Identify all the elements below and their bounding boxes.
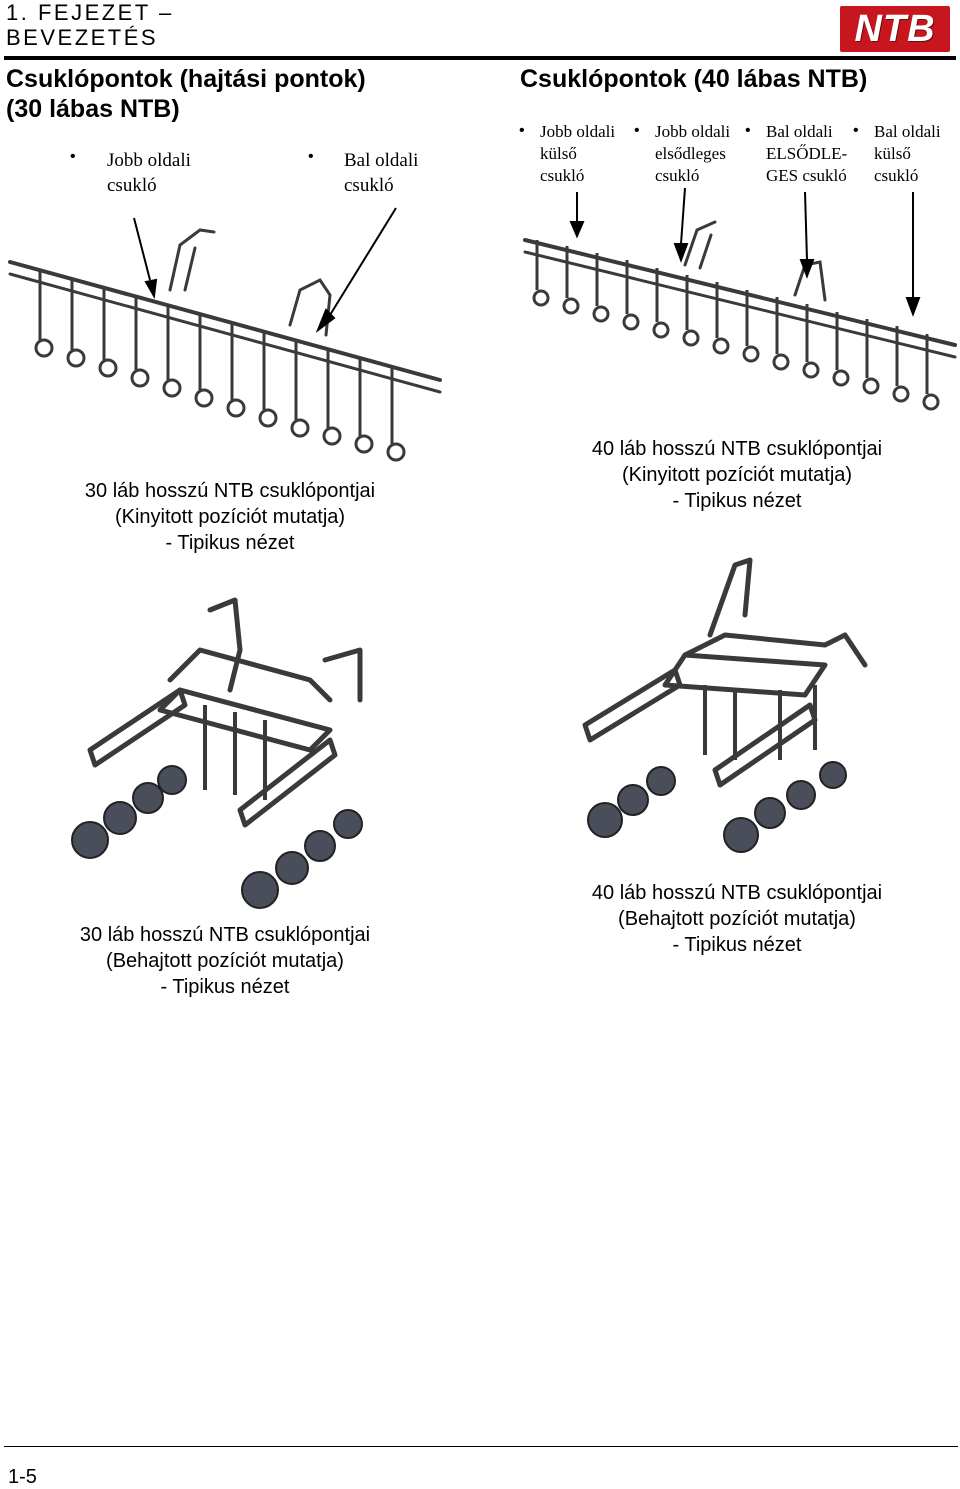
pointer-arrows: [133, 207, 397, 333]
bullet-left-hinge: Bal oldali csukló: [344, 148, 418, 198]
shank-group: [703, 685, 817, 760]
bullet-line: Jobb oldali: [540, 122, 616, 141]
right-section-title: Csuklópontok (40 lábas NTB): [520, 65, 868, 93]
coulter-discs: [587, 761, 847, 853]
bullet-dot: •: [853, 122, 859, 139]
bullet-line: elsődleges: [655, 144, 726, 163]
caption-40ft-folded: 40 láb hosszú NTB csuklópontjai (Behajto…: [591, 882, 883, 956]
ntb-40ft-open-illustration: [523, 187, 957, 411]
bullet-right-hinge: Jobb oldali csukló: [107, 148, 191, 198]
bullet-line: csukló: [344, 175, 394, 196]
caption-30ft-open: 30 láb hosszú NTB csuklópontjai (Kinyito…: [84, 480, 376, 554]
bullet-line: külső: [874, 144, 911, 163]
pointer-arrows: [569, 187, 921, 317]
bullet-right-outer-hinge: Jobb oldali külső csukló: [540, 121, 615, 187]
bullet-dot: •: [634, 122, 640, 139]
ntb-30ft-open-illustration: [8, 207, 442, 462]
page-number: 1-5: [8, 1466, 37, 1488]
bullet-line: csukló: [655, 166, 700, 185]
bullet-line: Bal oldali: [874, 122, 941, 141]
ntb-40ft-folded-illustration: [582, 557, 868, 853]
caption-30ft-folded: 30 láb hosszú NTB csuklópontjai (Behajto…: [79, 924, 371, 998]
chapter-line-2: BEVEZETÉS: [6, 25, 159, 50]
bullet-line: Bal oldali: [344, 150, 419, 171]
left-title-line-1: Csuklópontok (hajtási pontok): [6, 65, 366, 93]
bullet-line: külső: [540, 144, 577, 163]
bullet-line: Bal oldali: [766, 122, 833, 141]
left-title-line-2: (30 lábas NTB): [6, 95, 180, 123]
coulter-discs: [71, 765, 363, 909]
bullet-dot: •: [70, 148, 76, 165]
header-divider: [4, 56, 956, 60]
shank-group: [34, 270, 406, 462]
shank-group: [532, 240, 940, 411]
bullet-line: csukló: [874, 166, 919, 185]
bullet-right-primary-hinge: Jobb oldali elsődleges csukló: [655, 121, 730, 187]
ntb-logo: NTB: [840, 6, 950, 52]
bullet-line: csukló: [107, 175, 157, 196]
bullet-dot: •: [519, 122, 525, 139]
logo-text: NTB: [854, 7, 936, 50]
chapter-heading: 1. FEJEZET – BEVEZETÉS: [6, 0, 174, 50]
ntb-30ft-folded-illustration: [71, 597, 363, 909]
bullet-left-outer-hinge: Bal oldali külső csukló: [874, 121, 941, 187]
bullet-line: GES csukló: [766, 166, 847, 185]
footer-divider: [4, 1446, 958, 1447]
shank-group: [203, 705, 267, 800]
caption-40ft-open: 40 láb hosszú NTB csuklópontjai (Kinyito…: [591, 438, 883, 512]
bullet-dot: •: [745, 122, 751, 139]
bullet-dot: •: [308, 148, 314, 165]
bullet-line: Jobb oldali: [107, 150, 191, 171]
bullet-line: ELSŐDLE-: [766, 144, 848, 163]
bullet-left-primary-hinge: Bal oldali ELSŐDLE- GES csukló: [766, 121, 847, 187]
chapter-line-1: 1. FEJEZET –: [6, 0, 174, 25]
bullet-line: Jobb oldali: [655, 122, 731, 141]
bullet-line: csukló: [540, 166, 585, 185]
left-section-title: Csuklópontok (hajtási pontok) (30 lábas …: [6, 64, 366, 124]
